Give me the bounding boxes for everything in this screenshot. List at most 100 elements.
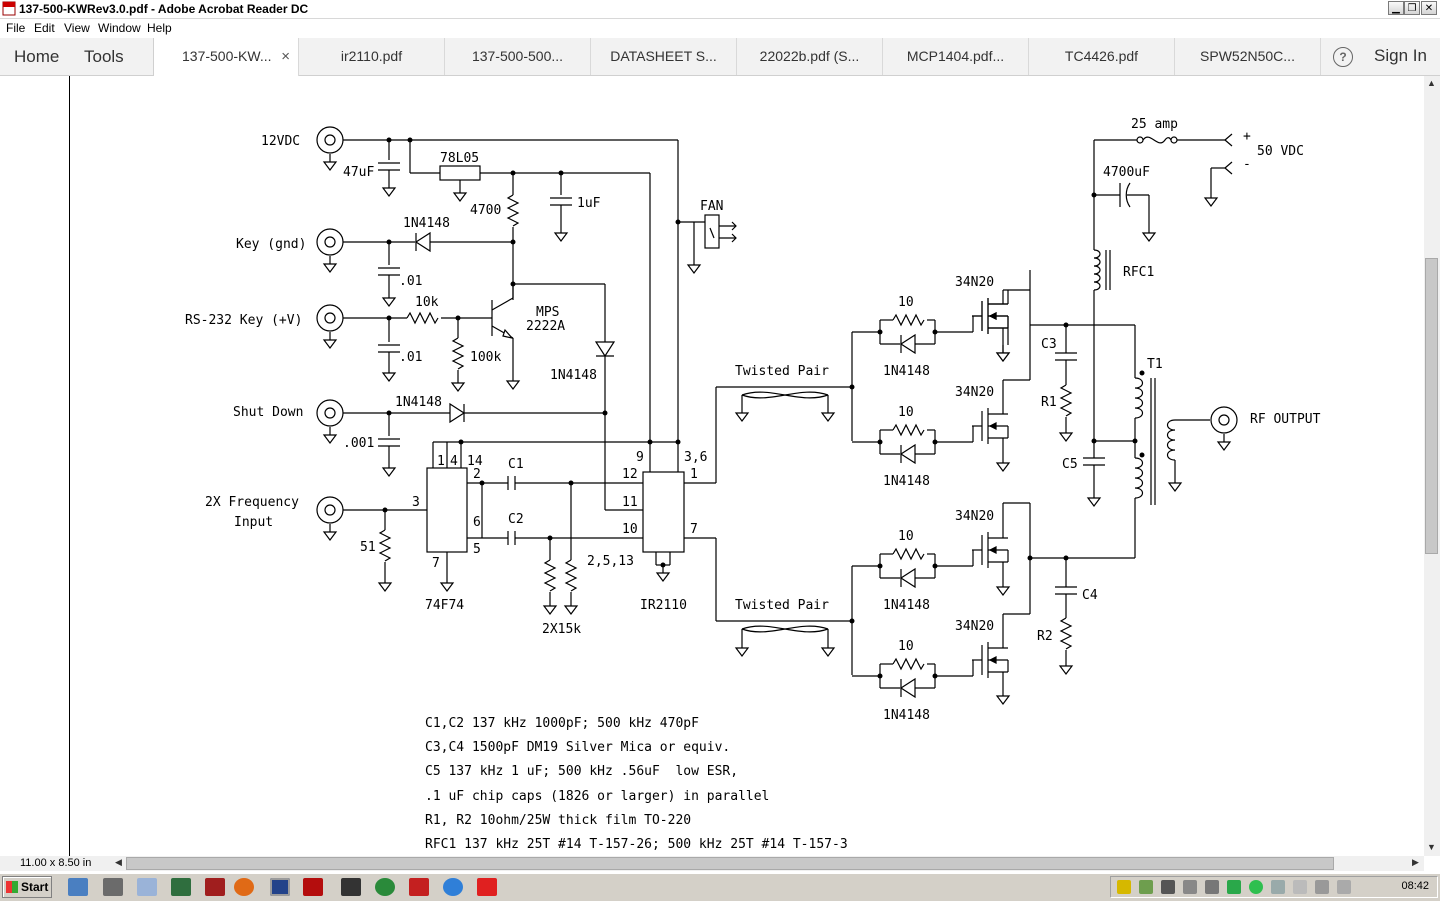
label-001: .001 [343, 436, 374, 451]
window-title: 137-500-KWRev3.0.pdf - Adobe Acrobat Rea… [19, 2, 309, 16]
label-u1-pin5: 5 [473, 542, 481, 557]
doc-tab[interactable]: TC4426.pdf [1029, 38, 1175, 75]
film-icon[interactable] [205, 878, 225, 896]
vertical-scrollbar[interactable]: ▲ ▼ [1424, 76, 1440, 856]
system-tray: 08:42 [1110, 876, 1438, 898]
home-tab[interactable]: Home [14, 47, 60, 66]
scroll-down-icon[interactable]: ▼ [1427, 842, 1436, 852]
tools-tab[interactable]: Tools [84, 47, 124, 66]
acrobat-icon [2, 1, 16, 16]
menu-window[interactable]: Window [98, 21, 141, 35]
page-size-text: 11.00 x 8.50 in [20, 857, 92, 869]
tray-tools-icon[interactable] [1183, 880, 1197, 894]
label-u1-pin6: 6 [473, 515, 481, 530]
restore-button[interactable]: ❐ [1404, 1, 1420, 15]
firefox-icon[interactable] [234, 878, 254, 896]
tray-network2-icon[interactable] [1337, 880, 1351, 894]
label-34n20-1: 34N20 [955, 275, 994, 290]
doc-tab[interactable]: DATASHEET S... [591, 38, 737, 75]
tab-bar: Home Tools 137-500-KW... × ir2110.pdf 13… [0, 38, 1440, 76]
label-u2-pin9: 9 [636, 450, 644, 465]
tray-app-icon[interactable] [1117, 880, 1131, 894]
label-u2-pin7: 7 [690, 522, 698, 537]
label-50vdc: 50 VDC [1257, 144, 1304, 159]
acrobat-taskbar-icon[interactable] [303, 878, 323, 896]
label-1n4148-g2: 1N4148 [883, 474, 930, 489]
scroll-left-icon[interactable]: ◀ [115, 857, 122, 867]
media-icon[interactable] [103, 878, 123, 896]
menu-help[interactable]: Help [147, 21, 172, 35]
clock[interactable]: 08:42 [1401, 880, 1429, 892]
label-rfc1: RFC1 [1123, 265, 1154, 280]
doc-tab[interactable]: ir2110.pdf [299, 38, 445, 75]
label-c2: C2 [508, 512, 524, 527]
start-button[interactable]: Start [2, 876, 52, 898]
tray-refresh-icon[interactable] [1249, 880, 1263, 894]
label-freq-line1: 2X Frequency [205, 495, 299, 510]
tray-network-icon[interactable] [1139, 880, 1153, 894]
label-u1-pin7: 7 [432, 556, 440, 571]
sign-in-button[interactable]: Sign In [1374, 46, 1427, 65]
close-icon[interactable]: × [281, 48, 290, 65]
network-globe-icon[interactable] [443, 878, 463, 896]
label-mps: MPS [536, 305, 559, 320]
menu-edit[interactable]: Edit [34, 21, 55, 35]
label-u2-pin2513: 2,5,13 [587, 554, 634, 569]
pdf-tool-icon[interactable] [409, 878, 429, 896]
schematic-notes: C1,C2 137 kHz 1000pF; 500 kHz 470pF C3,C… [425, 716, 848, 856]
label-1n4148-g3: 1N4148 [883, 598, 930, 613]
red-gear-icon[interactable] [477, 878, 497, 896]
menu-view[interactable]: View [64, 21, 90, 35]
label-c5: C5 [1062, 457, 1078, 472]
calculator-icon[interactable] [341, 878, 361, 896]
label-34n20-2: 34N20 [955, 385, 994, 400]
horizontal-scroll-thumb[interactable] [126, 857, 1334, 870]
tray-check-icon[interactable] [1271, 880, 1285, 894]
vertical-scroll-thumb[interactable] [1425, 258, 1438, 554]
label-12vdc: 12VDC [261, 134, 300, 149]
label-cap-01-a: .01 [399, 274, 422, 289]
start-label: Start [21, 880, 49, 894]
horizontal-scrollbar[interactable]: ◀ ▶ [112, 856, 1424, 871]
document-view[interactable]: 12VDC 47uF 78L05 4700 1uF FAN Key (gnd) … [0, 76, 1424, 856]
scroll-right-icon[interactable]: ▶ [1412, 857, 1419, 867]
volume-icon[interactable] [1205, 880, 1219, 894]
schematic-diagram: 12VDC 47uF 78L05 4700 1uF FAN Key (gnd) … [185, 117, 1321, 723]
label-1n4148-b: 1N4148 [550, 368, 597, 383]
doc-tab[interactable]: SPW52N50C... [1175, 38, 1321, 75]
label-u1-pin14: 14 [467, 454, 483, 469]
label-u2-pin11: 11 [622, 495, 638, 510]
doc-tab[interactable]: 137-500-500... [445, 38, 591, 75]
help-icon[interactable]: ? [1333, 47, 1353, 67]
label-fan: FAN [700, 199, 723, 214]
label-25-amp: 25 amp [1131, 117, 1178, 132]
label-key-gnd: Key (gnd) [236, 237, 306, 252]
label-1n4148-g4: 1N4148 [883, 708, 930, 723]
label-1uf: 1uF [577, 196, 601, 211]
label-r10-2: 10 [898, 405, 914, 420]
minimize-button[interactable]: ▁ [1388, 1, 1404, 15]
tray-display-icon[interactable] [1315, 880, 1329, 894]
label-twisted-pair-1: Twisted Pair [735, 364, 829, 379]
menu-file[interactable]: File [6, 21, 26, 35]
monitor-app-icon[interactable] [270, 878, 290, 896]
label-rs232: RS-232 Key (+V) [185, 313, 302, 328]
label-1n4148-c: 1N4148 [395, 395, 442, 410]
label-74f74: 74F74 [425, 598, 464, 613]
label-freq-line2: Input [234, 515, 273, 530]
tray-abc-icon[interactable] [1161, 880, 1175, 894]
globe-icon[interactable] [375, 878, 395, 896]
label-c4: C4 [1082, 588, 1098, 603]
doc-tab[interactable]: MCP1404.pdf... [883, 38, 1029, 75]
label-1n4148-g1: 1N4148 [883, 364, 930, 379]
tray-flag-icon[interactable] [1293, 880, 1307, 894]
close-button[interactable]: ✕ [1421, 1, 1437, 15]
tray-green-icon[interactable] [1227, 880, 1241, 894]
scroll-up-icon[interactable]: ▲ [1427, 78, 1436, 88]
doc-tab-active[interactable]: 137-500-KW... × [153, 38, 299, 76]
notepad-icon[interactable] [137, 878, 157, 896]
terminal-icon[interactable] [171, 878, 191, 896]
explorer-icon[interactable] [68, 878, 88, 896]
doc-tab[interactable]: 22022b.pdf (S... [737, 38, 883, 75]
label-r10-4: 10 [898, 639, 914, 654]
